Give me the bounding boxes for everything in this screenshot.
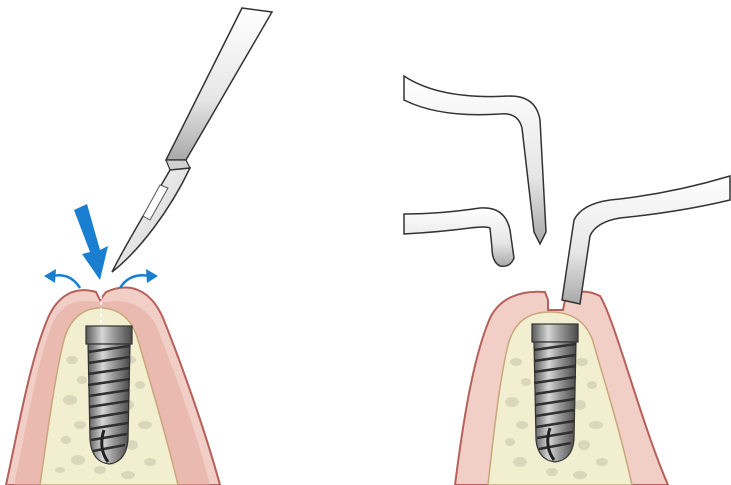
right-panel [404,76,730,485]
left-panel [6,8,272,485]
flap-reflection-arrows [52,275,150,288]
incision-arrow [74,204,108,280]
implant-left [86,326,132,464]
dental-instrument-right [562,176,730,304]
dental-instrument-left [404,208,514,266]
implant-right [532,324,578,462]
scalpel [112,8,272,272]
